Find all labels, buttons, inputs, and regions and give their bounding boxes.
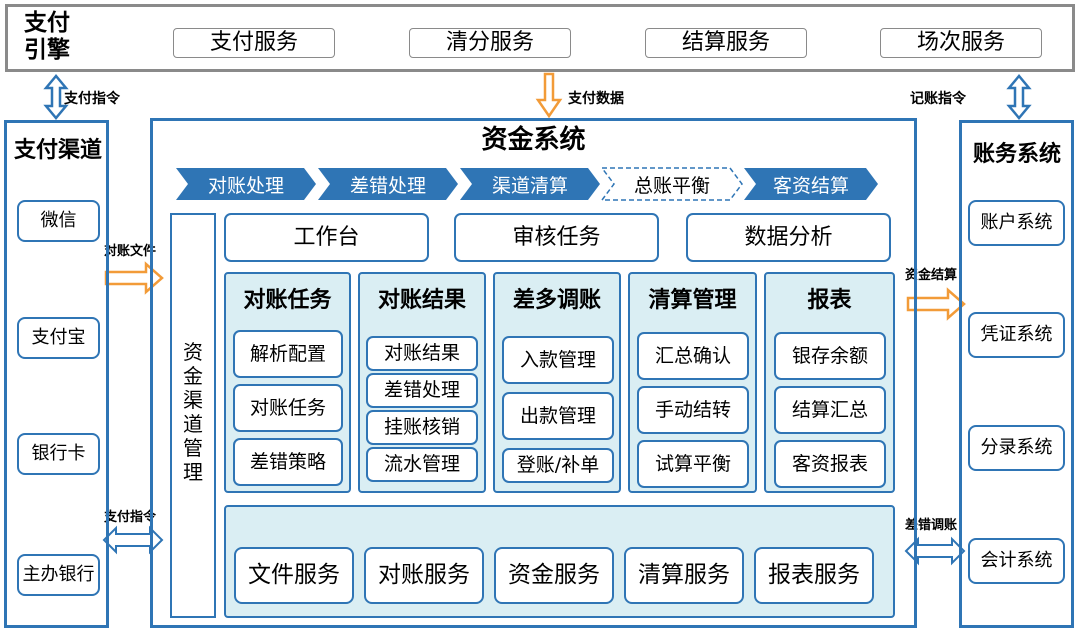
accounting-title: 账务系统 <box>972 142 1061 167</box>
chevron-diff-processing[interactable] <box>318 168 458 200</box>
chevron-recon-processing[interactable] <box>176 168 316 200</box>
chevron-label-diff: 差错处理 <box>349 175 426 197</box>
service-clearing[interactable]: 清算服务 <box>624 547 744 604</box>
item-diff-strategy[interactable]: 差错策略 <box>233 438 343 486</box>
chevron-customer-settlement[interactable] <box>744 168 878 200</box>
chevron-label-ledger: 总账平衡 <box>633 175 710 197</box>
engine-service-pay[interactable]: 支付服务 <box>173 28 335 58</box>
fund-system-title: 资金系统 <box>481 125 586 155</box>
payment-engine-title: 支付 引擎 <box>24 10 70 63</box>
module-review-tasks[interactable]: 审核任务 <box>454 213 659 262</box>
engine-service-clearing[interactable]: 清分服务 <box>409 28 571 58</box>
engine-service-settlement[interactable]: 结算服务 <box>645 28 807 58</box>
chevron-ledger-balance[interactable] <box>600 167 743 201</box>
fund-channel-management-label: 资金渠道管理 <box>183 340 203 484</box>
channel-wechat[interactable]: 微信 <box>17 200 100 242</box>
column-title: 对账任务 <box>243 288 332 313</box>
pay-cmd-bottom-arrow <box>102 525 164 555</box>
label-fund-settle: 资金结算 <box>905 268 958 283</box>
column-recon-results: 对账结果 对账结果 差错处理 挂账核销 流水管理 <box>358 272 486 493</box>
item-flow-management[interactable]: 流水管理 <box>366 447 478 482</box>
service-recon[interactable]: 对账服务 <box>364 547 484 604</box>
item-parse-config[interactable]: 解析配置 <box>233 330 343 378</box>
column-recon-tasks: 对账任务 解析配置 对账任务 差错策略 <box>224 272 351 493</box>
pay-cmd-left-arrow <box>43 74 69 120</box>
recon-file-arrow <box>104 261 164 295</box>
diff-adjust-arrow <box>904 536 966 566</box>
item-manual-carryover[interactable]: 手动结转 <box>637 386 749 434</box>
item-outflow-management[interactable]: 出款管理 <box>502 392 614 440</box>
label-pay-cmd-bottom: 支付指令 <box>104 510 157 525</box>
chevron-label-clearing: 渠道清算 <box>491 175 568 197</box>
module-data-analysis[interactable]: 数据分析 <box>686 213 891 262</box>
service-fund[interactable]: 资金服务 <box>494 547 614 604</box>
chevron-channel-clearing[interactable] <box>460 168 600 200</box>
payment-channels-title: 支付渠道 <box>13 138 102 163</box>
label-diff-adjust: 差错调账 <box>905 518 958 533</box>
item-settlement-summary[interactable]: 结算汇总 <box>774 386 886 434</box>
label-recon-file: 对账文件 <box>104 244 157 259</box>
channel-alipay[interactable]: 支付宝 <box>17 317 100 359</box>
module-workbench[interactable]: 工作台 <box>224 213 429 262</box>
item-customer-report[interactable]: 客资报表 <box>774 440 886 488</box>
chevron-label-customer: 客资结算 <box>772 175 849 197</box>
item-booking-supplement[interactable]: 登账/补单 <box>502 448 614 483</box>
label-pay-data: 支付数据 <box>568 91 624 107</box>
accounting-entry-system[interactable]: 分录系统 <box>968 425 1065 471</box>
fund-channel-management[interactable] <box>170 213 216 618</box>
label-pay-cmd-left: 支付指令 <box>64 91 120 107</box>
item-inflow-management[interactable]: 入款管理 <box>502 336 614 384</box>
fund-system-panel <box>150 118 917 628</box>
accounting-panel <box>959 120 1074 628</box>
column-clearing-management: 清算管理 汇总确认 手动结转 试算平衡 <box>628 272 757 493</box>
column-title: 清算管理 <box>648 288 737 313</box>
bookkeeping-cmd-arrow <box>1006 74 1032 120</box>
column-title: 差多调账 <box>512 288 601 313</box>
column-diff-adjust: 差多调账 入款管理 出款管理 登账/补单 <box>493 272 621 493</box>
item-trial-balance[interactable]: 试算平衡 <box>637 440 749 488</box>
item-suspense-writeoff[interactable]: 挂账核销 <box>366 410 478 445</box>
engine-service-session[interactable]: 场次服务 <box>880 28 1042 58</box>
item-recon-task[interactable]: 对账任务 <box>233 384 343 432</box>
column-reports: 报表 银存余额 结算汇总 客资报表 <box>764 272 895 493</box>
column-title: 报表 <box>807 288 852 313</box>
service-report[interactable]: 报表服务 <box>754 547 874 604</box>
item-bank-balance[interactable]: 银存余额 <box>774 332 886 380</box>
payment-channels-panel <box>4 120 109 628</box>
accounting-account-system[interactable]: 账户系统 <box>968 200 1065 246</box>
item-diff-handling[interactable]: 差错处理 <box>366 373 478 408</box>
chevron-label-recon: 对账处理 <box>207 175 284 197</box>
label-bookkeeping-cmd: 记账指令 <box>910 91 966 107</box>
column-title: 对账结果 <box>377 288 466 313</box>
item-summary-confirm[interactable]: 汇总确认 <box>637 332 749 380</box>
service-file[interactable]: 文件服务 <box>234 547 354 604</box>
item-recon-result[interactable]: 对账结果 <box>366 336 478 371</box>
channel-bank-card[interactable]: 银行卡 <box>17 433 100 475</box>
accounting-voucher-system[interactable]: 凭证系统 <box>968 312 1065 358</box>
pay-data-arrow <box>535 72 563 119</box>
channel-host-bank[interactable]: 主办银行 <box>17 554 100 596</box>
accounting-ledger-system[interactable]: 会计系统 <box>968 538 1065 584</box>
